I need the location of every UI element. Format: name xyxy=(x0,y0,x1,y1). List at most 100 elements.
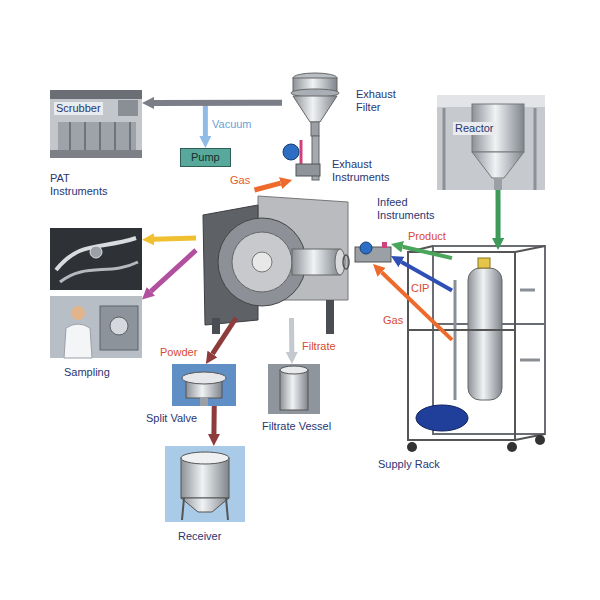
centrifuge-drawing-part xyxy=(232,232,292,292)
split-valve-photo-part xyxy=(182,372,226,384)
sampling-photos xyxy=(50,228,142,358)
sampling-photos-part xyxy=(100,306,138,350)
node-label: Receiver xyxy=(178,530,221,543)
sampling-photos-part xyxy=(64,324,92,358)
infeed-instruments-drawing xyxy=(355,242,391,262)
node-label: Infeed Instruments xyxy=(377,196,443,222)
supply-rack-drawing-part xyxy=(408,252,515,440)
filtrate-vessel-photo-part xyxy=(268,364,320,414)
receiver-photo-part xyxy=(181,452,229,464)
receiver-photo-part xyxy=(165,446,245,522)
node-label: Sampling xyxy=(64,366,110,379)
flow-label: Gas xyxy=(383,314,403,327)
photo-node: Receiver xyxy=(165,446,245,522)
sampling-photos-part xyxy=(90,246,102,258)
process-box: Pump xyxy=(180,148,231,167)
flow-label: Gas xyxy=(230,174,250,187)
flow-arrow xyxy=(382,272,452,340)
equipment-node: Exhaust Filter xyxy=(282,72,345,130)
centrifuge-drawing-part xyxy=(292,249,340,275)
scrubber-photo-part xyxy=(50,90,142,99)
scrubber-photo-part xyxy=(129,122,131,150)
node-label: Exhaust Instruments xyxy=(332,158,398,184)
centrifuge-node xyxy=(196,190,350,318)
equipment-node: Supply Rack xyxy=(452,250,548,452)
centrifuge-drawing-part xyxy=(252,252,272,272)
node-label: Supply Rack xyxy=(378,458,440,471)
split-valve-photo-part xyxy=(172,364,236,406)
exhaust-filter-drawing-part xyxy=(293,96,337,122)
flow-arrow xyxy=(496,190,501,238)
infeed-instruments-drawing-part xyxy=(360,242,372,254)
sampling-photos-part xyxy=(60,262,138,282)
node-label: Exhaust Filter xyxy=(356,88,412,114)
flow-arrow xyxy=(289,318,294,352)
scrubber-photo-part xyxy=(50,90,142,158)
split-valve-photo xyxy=(172,364,236,406)
scrubber-photo-part xyxy=(114,122,116,150)
reactor-photo-part xyxy=(534,108,537,190)
connector-group xyxy=(151,103,498,434)
equipment-node: Infeed Instruments xyxy=(355,240,391,264)
reactor-photo xyxy=(437,95,545,190)
equipment-node: Exhaust Instruments xyxy=(280,136,322,180)
split-valve-photo-part xyxy=(200,398,208,406)
exhaust-filter-drawing-part xyxy=(311,122,319,136)
supply-rack-drawing-part xyxy=(507,442,517,452)
sampling-photos-part xyxy=(50,228,142,290)
photo-node: Sampling xyxy=(50,228,142,358)
flow-label: Vacuum xyxy=(212,118,252,131)
exhaust-instruments-drawing-part xyxy=(300,140,303,164)
flow-arrow xyxy=(154,238,196,239)
reactor-photo-part xyxy=(494,178,502,190)
scrubber-photo-part xyxy=(50,150,142,158)
photo-node: Split Valve xyxy=(172,364,236,406)
scrubber-photo-part xyxy=(69,122,71,150)
reactor-photo-part xyxy=(472,152,524,178)
centrifuge-drawing xyxy=(203,196,349,334)
receiver-photo-part xyxy=(182,498,184,520)
scrubber-photo-part xyxy=(118,100,138,116)
node-label: Scrubber xyxy=(54,102,103,115)
node-label: Pump xyxy=(191,151,220,164)
supply-rack-drawing-part xyxy=(468,268,502,400)
scrubber-photo-part xyxy=(99,122,101,150)
receiver-photo-part xyxy=(226,498,228,520)
receiver-photo-part xyxy=(181,498,229,512)
photo-node: Scrubber xyxy=(50,90,142,158)
filtrate-vessel-photo-part xyxy=(280,366,308,374)
scrubber-photo-part xyxy=(84,122,86,150)
flow-label: Powder xyxy=(160,346,197,359)
supply-rack-drawing-part xyxy=(520,289,535,292)
flow-arrow xyxy=(211,406,216,434)
node-label: Reactor xyxy=(453,122,496,135)
supply-rack-drawing-part xyxy=(515,246,545,252)
supply-rack-drawing-part xyxy=(520,359,540,362)
flow-arrow xyxy=(255,183,281,190)
centrifuge-drawing-part xyxy=(212,318,220,334)
photo-node: Filtrate Vessel xyxy=(268,364,320,414)
sampling-photos-part xyxy=(71,306,85,320)
supply-rack-drawing-part xyxy=(407,442,417,452)
flow-arrow xyxy=(205,103,282,136)
reactor-photo-part xyxy=(437,95,545,190)
scrubber-photo xyxy=(50,90,142,158)
flow-arrow xyxy=(151,250,196,291)
supply-rack-drawing-part xyxy=(478,258,490,268)
exhaust-instruments-drawing-part xyxy=(296,164,320,176)
supply-rack-drawing-part xyxy=(416,405,468,431)
flow-arrow xyxy=(154,100,282,106)
exhaust-filter-drawing xyxy=(291,73,339,136)
scrubber-photo-part xyxy=(58,122,136,150)
centrifuge-drawing-part xyxy=(343,255,349,269)
sampling-photos-part xyxy=(110,317,128,335)
filtrate-vessel-photo-part xyxy=(280,370,308,410)
flow-label: CIP xyxy=(411,282,429,295)
centrifuge-drawing-part xyxy=(326,300,334,334)
supply-rack-drawing-part xyxy=(454,280,457,400)
flow-arrow xyxy=(212,318,236,354)
sampling-photos-part xyxy=(56,238,136,270)
